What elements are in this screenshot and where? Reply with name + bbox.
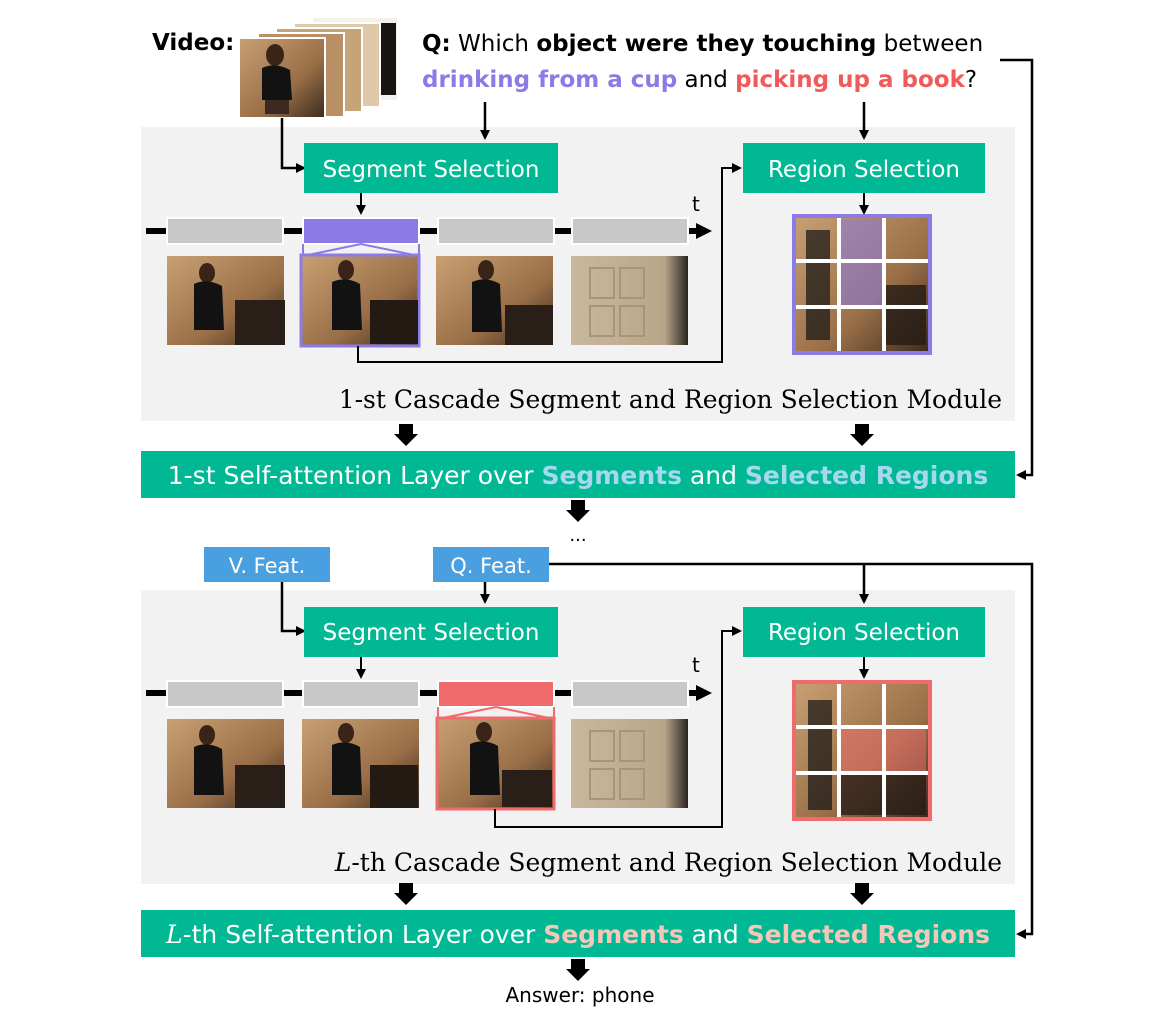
segment-bar-1d — [571, 217, 689, 245]
question-line-2: drinking from a cup and picking up a boo… — [422, 67, 977, 93]
segment-bar-1c — [437, 217, 555, 245]
question-bold1: object were they touching — [536, 31, 876, 57]
q-feat-box — [433, 547, 549, 582]
layerL-regions: Selected Regions — [747, 920, 990, 949]
layer1-mid: Self-attention Layer over — [216, 461, 542, 490]
segment-selection-box-L — [304, 607, 558, 657]
layerL-prefix: L — [165, 920, 183, 949]
region-selection-box-1 — [743, 143, 985, 193]
moduleL-prefix: L — [334, 848, 352, 877]
segment-bar-1a — [166, 217, 284, 245]
layer1-caption: 1-st Self-attention Layer over Segments … — [168, 461, 988, 490]
video-label: Video: — [152, 30, 234, 56]
frame-1d — [571, 256, 688, 345]
v-feat-label: V. Feat. — [229, 554, 306, 578]
frame-Ld — [571, 719, 688, 808]
timeline-L — [146, 680, 712, 708]
answer-label: Answer: phone — [506, 983, 655, 1007]
self-attention-layer-1 — [141, 451, 1015, 498]
question-event2: picking up a book — [735, 67, 965, 93]
frame-1c — [436, 256, 553, 345]
layer1-segments: Segments — [541, 461, 682, 490]
module1-caption: 1-st Cascade Segment and Region Selectio… — [339, 385, 1002, 414]
question-suffix: ? — [965, 67, 977, 93]
segment-selection-label-1: Segment Selection — [323, 157, 540, 183]
layerL-caption: L-th Self-attention Layer over Segments … — [165, 920, 990, 949]
region-selection-box-L — [743, 607, 985, 657]
segment-bar-Lb — [302, 680, 420, 708]
frame-1b-selected — [299, 253, 421, 348]
layer1-prefix: 1-st — [168, 461, 216, 490]
question-part2: between — [876, 31, 983, 57]
time-label-1: t — [692, 192, 700, 216]
self-attention-layer-L — [141, 910, 1015, 957]
video-frames-stack — [238, 16, 399, 119]
segment-selection-label-L: Segment Selection — [323, 620, 540, 646]
time-label-L: t — [692, 653, 700, 677]
region-grid-L — [792, 680, 932, 821]
question-event1: drinking from a cup — [422, 67, 677, 93]
question-prefix: Q: — [422, 31, 451, 57]
q-feat-label: Q. Feat. — [450, 554, 532, 578]
frame-1a — [167, 256, 285, 345]
frame-Lb — [302, 719, 419, 808]
question-line-1: Q: Which object were they touching betwe… — [422, 31, 983, 57]
moduleL-caption: L-th Cascade Segment and Region Selectio… — [334, 848, 1002, 877]
segment-bar-1b-selected — [302, 217, 420, 245]
question-and: and — [677, 67, 735, 93]
ellipsis: ... — [569, 525, 586, 546]
layerL-and: and — [684, 920, 747, 949]
segment-selection-box-1 — [304, 143, 558, 193]
region-selection-label-L: Region Selection — [768, 620, 960, 646]
segment-bar-Lc-selected — [437, 680, 555, 708]
layerL-segments: Segments — [543, 920, 684, 949]
segment-bar-Ld — [571, 680, 689, 708]
moduleL-rest: -th Cascade Segment and Region Selection… — [351, 848, 1002, 877]
frame-Lc-selected — [435, 716, 556, 811]
region-selection-label-1: Region Selection — [768, 157, 960, 183]
layer1-and: and — [682, 461, 745, 490]
segment-bar-La — [166, 680, 284, 708]
region-grid-1 — [792, 214, 932, 355]
timeline-1 — [146, 217, 712, 245]
layerL-mid: -th Self-attention Layer over — [183, 920, 544, 949]
module1-rest: Cascade Segment and Region Selection Mod… — [386, 385, 1002, 414]
question-part1: Which — [451, 31, 537, 57]
layer1-regions: Selected Regions — [745, 461, 988, 490]
module1-prefix: 1-st — [339, 385, 386, 414]
frame-La — [167, 719, 285, 808]
v-feat-box — [204, 547, 330, 582]
